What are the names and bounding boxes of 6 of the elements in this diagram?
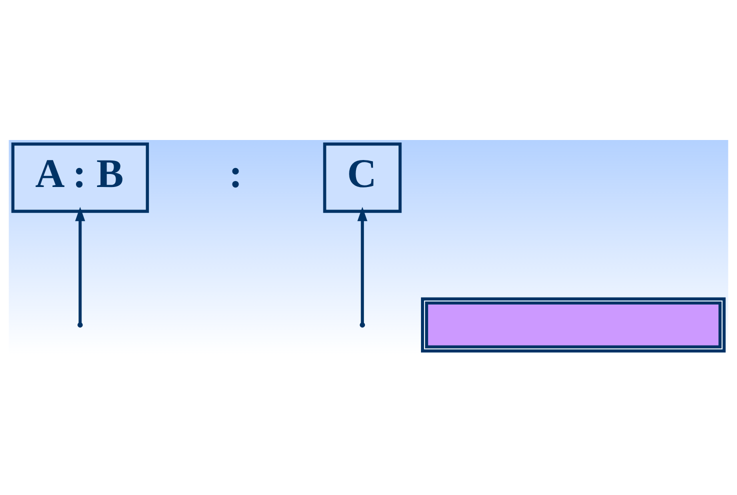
node-box [420,297,726,352]
arrow [357,206,368,324]
node-box: A : B [11,142,149,213]
arrow [75,206,86,324]
node-box: C [323,142,402,213]
label: : [228,150,242,196]
